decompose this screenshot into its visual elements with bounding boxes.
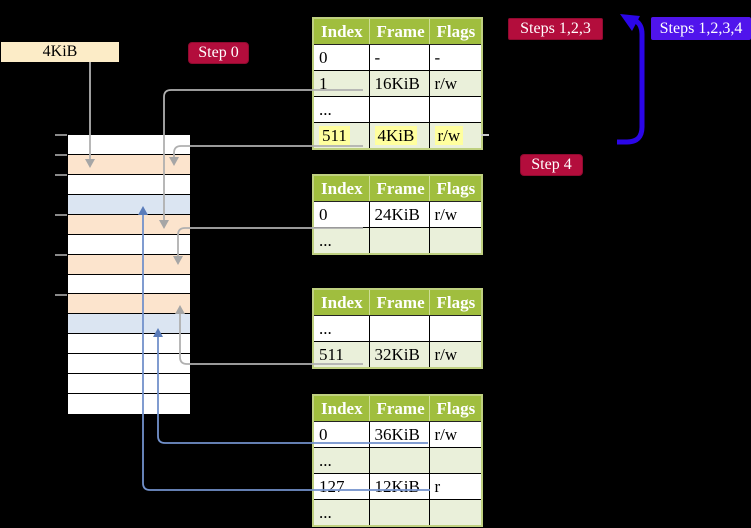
memory-ticks xyxy=(55,134,67,296)
page-table-2: Index Frame Flags 0 24KiB r/w ... xyxy=(312,174,483,255)
cell-flags xyxy=(428,447,483,474)
cell-frame xyxy=(368,227,430,255)
cell-flags: r/w xyxy=(428,421,483,448)
cell-frame: 4KiB xyxy=(368,122,430,150)
memory-frame-row xyxy=(68,135,190,155)
physical-memory-strip xyxy=(68,135,190,414)
memory-frame-row xyxy=(68,274,190,295)
memory-frame-row xyxy=(68,334,190,355)
cell-frame xyxy=(368,447,430,474)
table-row: ... xyxy=(312,447,483,474)
memory-frame-row xyxy=(68,234,190,255)
cell-frame: 16KiB xyxy=(368,70,430,97)
cell-index: 1 xyxy=(312,70,370,97)
column-header: Index xyxy=(313,289,370,316)
table-header-row: Index Frame Flags xyxy=(313,175,482,202)
table-header-row: Index Frame Flags xyxy=(313,18,482,45)
highlight: r/w xyxy=(434,125,464,145)
table-row: ... xyxy=(312,315,483,342)
column-header: Frame xyxy=(369,18,430,45)
cell-frame: 36KiB xyxy=(368,421,430,448)
highlight: 511 xyxy=(319,125,350,145)
table-header-row: Index Frame Flags xyxy=(313,289,482,316)
cell-index: 0 xyxy=(312,201,370,228)
memory-frame-row xyxy=(68,314,190,335)
column-header: Index xyxy=(313,18,370,45)
cell-flags: r/w xyxy=(428,122,483,150)
cell-frame: 32KiB xyxy=(368,341,430,369)
cell-index: 511 xyxy=(312,122,370,150)
cell-frame xyxy=(368,315,430,342)
page-table-1: Index Frame Flags 0 - - 1 16KiB r/w ... … xyxy=(312,17,483,150)
column-header: Frame xyxy=(369,395,430,422)
cell-frame: 24KiB xyxy=(368,201,430,228)
table-row: 0 - - xyxy=(312,44,483,71)
highlight: 4KiB xyxy=(374,125,418,145)
cell-index: ... xyxy=(312,227,370,255)
memory-frame-row xyxy=(68,254,190,275)
cell-flags xyxy=(428,96,483,123)
cell-flags: r/w xyxy=(428,201,483,228)
step0-badge: Step 0 xyxy=(188,42,249,64)
cell-flags: r xyxy=(428,473,483,500)
memory-frame-row xyxy=(68,354,190,375)
cell-flags: - xyxy=(428,44,483,71)
cell-flags: r/w xyxy=(428,70,483,97)
arrowhead-up-left xyxy=(620,14,640,31)
cell-frame: 12KiB xyxy=(368,473,430,500)
cell-index: ... xyxy=(312,499,370,527)
memory-frame-row xyxy=(68,154,190,175)
memory-frame-row xyxy=(68,374,190,395)
table-row: ... xyxy=(312,96,483,123)
memory-frame-row xyxy=(68,394,190,414)
table-row: ... xyxy=(312,499,483,527)
cell-flags xyxy=(428,499,483,527)
cell-index: ... xyxy=(312,447,370,474)
memory-frame-row xyxy=(68,194,190,215)
page-table-3: Index Frame Flags ... 511 32KiB r/w xyxy=(312,288,483,369)
column-header: Flags xyxy=(429,175,482,202)
table-row: ... xyxy=(312,227,483,255)
cell-index: 511 xyxy=(312,341,370,369)
cell-flags xyxy=(428,315,483,342)
cell-index: 0 xyxy=(312,44,370,71)
cell-index: 0 xyxy=(312,421,370,448)
cell-flags xyxy=(428,227,483,255)
table-row: 127 12KiB r xyxy=(312,473,483,500)
table-row: 511 32KiB r/w xyxy=(312,341,483,369)
memory-frame-row xyxy=(68,294,190,315)
column-header: Frame xyxy=(369,289,430,316)
memory-frame-row xyxy=(68,214,190,235)
cell-index: ... xyxy=(312,315,370,342)
steps123-badge: Steps 1,2,3 xyxy=(508,18,603,40)
table-row: 0 36KiB r/w xyxy=(312,421,483,448)
column-header: Flags xyxy=(429,395,482,422)
memory-frame-row xyxy=(68,174,190,195)
column-header: Flags xyxy=(429,18,482,45)
column-header: Frame xyxy=(369,175,430,202)
table-row-highlighted: 511 4KiB r/w xyxy=(312,122,483,150)
cell-frame: - xyxy=(368,44,430,71)
table-row: 1 16KiB r/w xyxy=(312,70,483,97)
steps1234-badge: Steps 1,2,3,4 xyxy=(651,17,751,40)
step4-badge: Step 4 xyxy=(520,154,583,176)
column-header: Flags xyxy=(429,289,482,316)
page-size-label: 4KiB xyxy=(1,42,119,62)
cell-flags: r/w xyxy=(428,341,483,369)
arrow-steps-loop xyxy=(617,18,645,145)
page-table-4: Index Frame Flags 0 36KiB r/w ... 127 12… xyxy=(312,394,483,527)
cell-frame xyxy=(368,96,430,123)
cell-frame xyxy=(368,499,430,527)
table-row: 0 24KiB r/w xyxy=(312,201,483,228)
column-header: Index xyxy=(313,395,370,422)
cell-index: ... xyxy=(312,96,370,123)
column-header: Index xyxy=(313,175,370,202)
cell-index: 127 xyxy=(312,473,370,500)
table-header-row: Index Frame Flags xyxy=(313,395,482,422)
